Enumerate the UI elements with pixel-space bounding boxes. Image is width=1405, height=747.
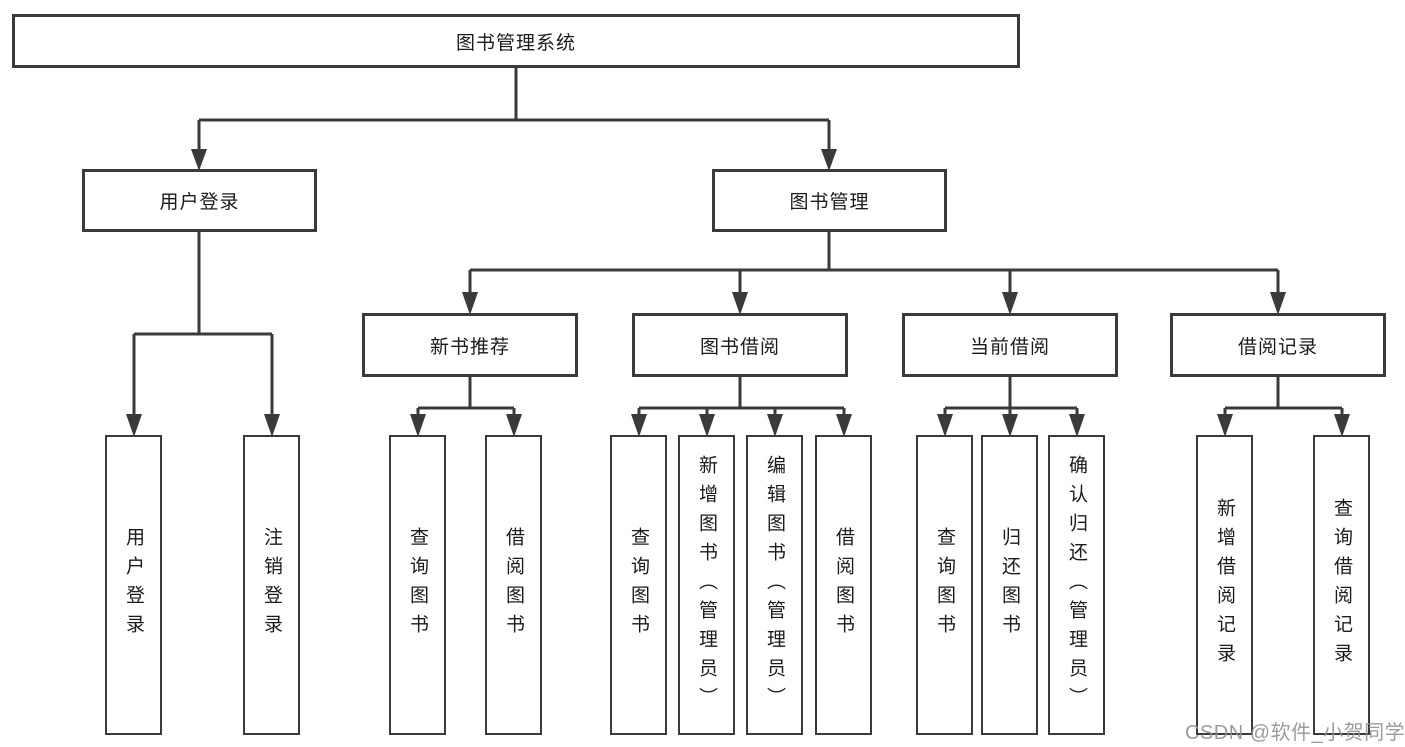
node-book-borrow: 图书借阅 xyxy=(632,313,848,377)
node-library-system-label: 图书管理系统 xyxy=(455,32,576,54)
leaf-label: 查询图书 xyxy=(934,527,955,643)
csdn-watermark: CSDN @软件_小贺同学 xyxy=(1185,722,1405,744)
leaf-label: 归还图书 xyxy=(999,527,1020,643)
leaf-edit-book-admin: 编辑图书（管理员） xyxy=(746,435,803,735)
node-book-management: 图书管理 xyxy=(712,169,947,232)
leaf-label: 用户登录 xyxy=(123,527,144,643)
leaf-label: 编辑图书（管理员） xyxy=(764,454,785,716)
leaf-borrow-book-borrow: 借阅图书 xyxy=(815,435,872,735)
node-user-login-label: 用户登录 xyxy=(159,192,240,213)
leaf-label: 确认归还（管理员） xyxy=(1066,454,1087,716)
node-borrow-records-label: 借阅记录 xyxy=(1237,336,1318,358)
leaf-label: 查询借阅记录 xyxy=(1331,498,1352,672)
leaf-user-login: 用户登录 xyxy=(105,435,162,735)
arrowheads xyxy=(126,149,1350,437)
leaf-borrow-book-recommend: 借阅图书 xyxy=(485,435,542,735)
leaf-confirm-return-admin: 确认归还（管理员） xyxy=(1048,435,1105,735)
leaf-query-borrow-record: 查询借阅记录 xyxy=(1313,435,1370,735)
leaf-query-book-borrow: 查询图书 xyxy=(610,435,667,735)
leaf-label: 新增图书（管理员） xyxy=(696,454,717,716)
leaf-add-book-admin: 新增图书（管理员） xyxy=(678,435,735,735)
node-new-book-recommend: 新书推荐 xyxy=(362,313,578,377)
node-current-borrow: 当前借阅 xyxy=(902,313,1118,377)
leaf-label: 借阅图书 xyxy=(833,527,854,643)
leaf-label: 查询图书 xyxy=(628,527,649,643)
node-new-book-recommend-label: 新书推荐 xyxy=(429,336,510,358)
leaf-return-book: 归还图书 xyxy=(981,435,1038,735)
node-user-login: 用户登录 xyxy=(82,169,317,232)
leaf-label: 查询图书 xyxy=(407,527,428,643)
leaf-label: 新增借阅记录 xyxy=(1214,498,1235,672)
leaf-label: 注销登录 xyxy=(261,527,282,643)
leaf-add-borrow-record: 新增借阅记录 xyxy=(1196,435,1253,735)
node-book-management-label: 图书管理 xyxy=(789,192,870,213)
leaf-logout-login: 注销登录 xyxy=(243,435,300,735)
node-book-borrow-label: 图书借阅 xyxy=(699,336,780,358)
node-borrow-records: 借阅记录 xyxy=(1170,313,1386,377)
node-current-borrow-label: 当前借阅 xyxy=(969,336,1050,358)
node-library-system: 图书管理系统 xyxy=(12,14,1020,68)
leaf-query-book-recommend: 查询图书 xyxy=(389,435,446,735)
leaf-label: 借阅图书 xyxy=(503,527,524,643)
leaf-query-book-current: 查询图书 xyxy=(916,435,973,735)
